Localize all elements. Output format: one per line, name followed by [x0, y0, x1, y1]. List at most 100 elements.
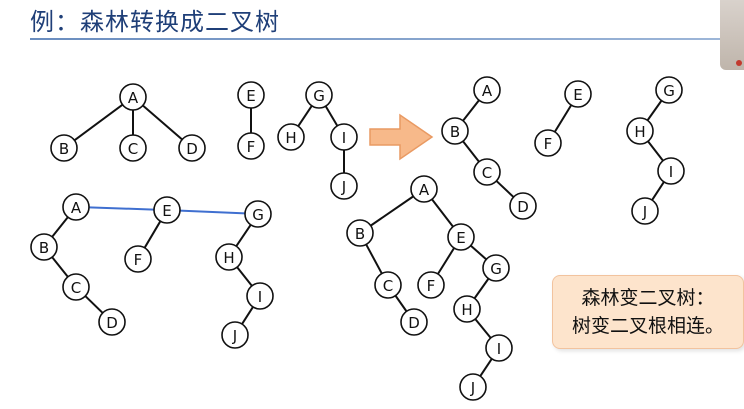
forest-node-C: C	[119, 134, 147, 162]
forest-node-D-circle	[178, 134, 206, 162]
binary-result-node-A: A	[473, 76, 501, 104]
forest-node-G-circle	[305, 81, 333, 109]
forest-node-F: F	[237, 132, 265, 160]
connected-forest-node-E: E	[153, 196, 181, 224]
forest-node-F-circle	[237, 132, 265, 160]
final-binary-tree-edge-G-H	[473, 278, 490, 299]
forest-edge-A-D	[142, 104, 183, 141]
binary-result-node-J: J	[631, 197, 659, 225]
connected-forest-node-I-circle	[246, 282, 274, 310]
final-binary-tree-node-F-label: F	[427, 277, 436, 295]
final-binary-tree-node-H-label: H	[461, 301, 472, 319]
connected-forest-node-B-label: B	[39, 239, 49, 257]
connected-forest-root-link-E-G	[179, 209, 246, 215]
connected-forest-node-D-circle	[98, 308, 126, 336]
binary-result-node-G: G	[655, 76, 683, 104]
binary-result-node-I-circle	[657, 157, 685, 185]
connected-forest-node-F-label: F	[134, 251, 143, 269]
final-binary-tree-node-J-circle	[459, 373, 487, 401]
mnemonic-note: 森林变二叉树： 树变二叉根相连。	[552, 275, 744, 349]
connected-forest-node-D-label: D	[106, 314, 118, 332]
forest-node-H-circle	[277, 123, 305, 151]
binary-result-node-J-label: J	[642, 203, 647, 221]
forest-node-E-circle	[237, 81, 265, 109]
final-binary-tree-node-G-label: G	[490, 260, 502, 278]
forest-node-J-label: J	[341, 178, 346, 196]
connected-forest-node-C-circle	[62, 273, 90, 301]
connected-forest-root-link-A-E	[88, 206, 155, 211]
binary-result-node-F: F	[534, 129, 562, 157]
final-binary-tree-node-E: E	[447, 223, 475, 251]
binary-result-node-D: D	[509, 192, 537, 220]
mnemonic-line-2: 树变二叉根相连。	[571, 315, 724, 337]
connected-forest-node-B-circle	[30, 233, 58, 261]
edges-layer	[51, 99, 665, 377]
final-binary-tree-node-E-label: E	[456, 229, 465, 247]
forest-node-E: E	[237, 81, 265, 109]
final-binary-tree-edge-A-E	[431, 198, 454, 228]
connected-forest-node-J: J	[221, 321, 249, 349]
connected-forest-node-J-circle	[221, 321, 249, 349]
binary-result-node-B-circle	[441, 117, 469, 145]
connected-forest-node-G-circle	[244, 200, 272, 228]
binary-result-node-F-label: F	[544, 135, 553, 153]
binary-result-edge-E-F	[553, 104, 573, 133]
presenter-thumbnail	[720, 0, 744, 70]
connected-forest-node-C-label: C	[71, 279, 81, 297]
final-binary-tree-node-B-label: B	[355, 225, 365, 243]
connected-forest-node-C: C	[62, 273, 90, 301]
forest-node-J: J	[330, 172, 358, 200]
binary-result-node-H: H	[626, 117, 654, 145]
binary-result-node-E: E	[564, 80, 592, 108]
connected-forest-edge-B-C	[51, 256, 69, 278]
binary-result-node-D-label: D	[517, 198, 529, 216]
forest-node-F-label: F	[247, 138, 256, 156]
final-binary-tree-node-C-label: C	[383, 277, 393, 295]
binary-result-edge-C-D	[495, 180, 515, 198]
binary-result-node-C: C	[473, 158, 501, 186]
forest-node-E-label: E	[246, 87, 255, 105]
forest-node-B-circle	[50, 134, 78, 162]
binary-result-edge-H-I	[647, 140, 664, 162]
connected-forest-node-A-circle	[62, 193, 90, 221]
forest-node-B: B	[50, 134, 78, 162]
connected-forest-edge-A-B	[51, 216, 69, 238]
forest-node-B-label: B	[59, 140, 69, 158]
forest-edge-A-B	[73, 103, 124, 142]
final-binary-tree-node-I: I	[485, 334, 513, 362]
final-binary-tree-node-C-circle	[374, 271, 402, 299]
forest-node-A-label: A	[128, 89, 139, 107]
connected-forest-node-I: I	[246, 282, 274, 310]
binary-result-node-E-circle	[564, 80, 592, 108]
binary-result-node-I-label: I	[669, 163, 673, 181]
forest-node-H-label: H	[285, 129, 296, 147]
final-binary-tree-node-I-circle	[485, 334, 513, 362]
final-binary-tree-node-A-circle	[410, 175, 438, 203]
forest-edge-G-H	[297, 105, 313, 127]
forest-node-I-label: I	[342, 129, 346, 147]
connected-forest-node-H-circle	[215, 243, 243, 271]
binary-result-node-C-label: C	[482, 164, 492, 182]
binary-result-edge-G-H	[646, 100, 663, 121]
connected-forest-node-A-label: A	[71, 199, 82, 217]
final-binary-tree-node-F-circle	[417, 271, 445, 299]
final-binary-tree-node-E-circle	[447, 223, 475, 251]
connected-forest-edge-G-H	[235, 224, 252, 247]
connected-forest-edge-E-F	[143, 220, 162, 249]
binary-result-node-A-circle	[473, 76, 501, 104]
final-binary-tree-node-H-circle	[453, 295, 481, 323]
binary-result-node-H-circle	[626, 117, 654, 145]
forest-node-I: I	[330, 123, 358, 151]
binary-result-node-B: B	[441, 117, 469, 145]
final-binary-tree-edge-E-G	[470, 244, 487, 261]
binary-result-node-B-label: B	[450, 123, 460, 141]
final-binary-tree-node-A: A	[410, 175, 438, 203]
final-binary-tree-node-J: J	[459, 373, 487, 401]
final-binary-tree-edge-I-J	[479, 358, 493, 377]
binary-result-node-E-label: E	[573, 86, 582, 104]
final-binary-tree-edge-E-F	[437, 247, 455, 275]
final-binary-tree-node-D-circle	[400, 308, 428, 336]
final-binary-tree-node-I-label: I	[497, 340, 501, 358]
final-binary-tree-node-D: D	[400, 308, 428, 336]
